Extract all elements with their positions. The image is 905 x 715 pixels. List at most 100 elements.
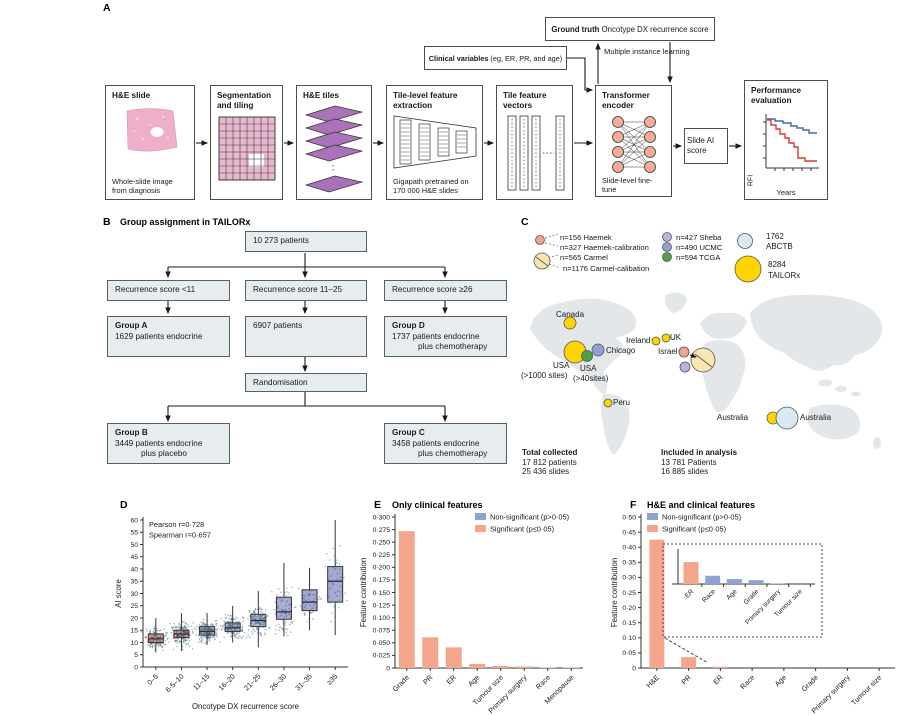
- hne-slide-thumbnail: [126, 108, 178, 152]
- bar-Menopause: [563, 667, 580, 668]
- svg-text:0·100: 0·100: [373, 615, 391, 622]
- site-canada: [563, 316, 577, 330]
- legend-ucmc: n=490 UCMC: [676, 243, 723, 252]
- map-label-chicago: Chicago: [606, 346, 636, 355]
- bar-Primary surgery: [516, 666, 533, 668]
- panel-b-title: Group assignment in TAILORx: [120, 217, 251, 227]
- step-title: Segmentation and tiling: [217, 91, 272, 110]
- boxes: [147, 520, 344, 653]
- site-australia-abctb: [775, 406, 799, 430]
- svg-text:40: 40: [130, 566, 138, 573]
- bar-Race: [539, 667, 556, 668]
- map-label-usa2: USA: [580, 364, 597, 373]
- included-analysis-slides: 16 885 slides: [661, 467, 709, 476]
- svg-text:Age: Age: [466, 673, 481, 688]
- svg-text:Non-significant (p>0·05): Non-significant (p>0·05): [662, 513, 741, 522]
- svg-text:10: 10: [130, 640, 138, 647]
- israel-pointer-arrow: [689, 353, 697, 358]
- svg-text:ER: ER: [684, 588, 696, 600]
- group-line: 3449 patients endocrine: [115, 438, 203, 448]
- svg-text:Spearman r=0·657: Spearman r=0·657: [149, 531, 211, 540]
- tailorx-dot: [734, 255, 762, 283]
- svg-text:0–5: 0–5: [145, 672, 160, 687]
- panel-f-title: H&E and clinical features: [647, 500, 756, 510]
- svg-text:0·20: 0·20: [622, 605, 636, 612]
- flow-rs-low: Recurrence score <11: [107, 280, 230, 301]
- svg-text:Non-significant (p>0·05): Non-significant (p>0·05): [490, 513, 569, 522]
- site-usa-tcga: [581, 350, 593, 362]
- svg-text:0·150: 0·150: [373, 590, 391, 597]
- step-caption: Gigapath pretrained on 170 000 H&E slide…: [393, 176, 469, 195]
- slide-ai-score-box: Slide AI score: [684, 128, 728, 164]
- svg-text:Race: Race: [534, 673, 552, 691]
- y-axis-title: Feature contribution: [359, 558, 368, 627]
- legend-haemek: n=156 Haemek: [560, 233, 612, 242]
- svg-text:0·15: 0·15: [622, 620, 636, 627]
- inset-bar-Race: [705, 575, 721, 584]
- site-chicago: [591, 343, 605, 357]
- svg-text:0·200: 0·200: [373, 565, 391, 572]
- svg-text:0·300: 0·300: [373, 514, 391, 521]
- panel-e-label: E: [374, 499, 382, 511]
- flow-group-a: Group A 1629 patients endocrine: [107, 316, 230, 357]
- svg-text:60: 60: [130, 517, 138, 524]
- svg-text:PR: PR: [679, 673, 692, 686]
- panel-f-label: F: [630, 499, 637, 511]
- legend-haemek-cal: n=327 Haemek-calibration: [560, 243, 649, 252]
- group-line: plus chemotherapy: [418, 449, 488, 459]
- svg-text:0·175: 0·175: [373, 577, 391, 584]
- svg-text:11–15: 11–15: [191, 672, 211, 692]
- step-title: Performance evaluation: [751, 86, 802, 105]
- ucmc-dot: [662, 242, 672, 252]
- inset-bar-ER: [683, 562, 699, 584]
- group-line: plus chemotherapy: [418, 342, 488, 352]
- inset-bar-Primary surgery: [770, 583, 786, 584]
- included-analysis-title: Included in analysis: [661, 448, 738, 457]
- flow-group-c: Group C 3458 patients endocrine plus che…: [384, 423, 507, 464]
- site-peru: [603, 398, 613, 408]
- km-plot: [763, 113, 819, 171]
- svg-text:ER: ER: [445, 673, 458, 686]
- svg-text:15: 15: [130, 628, 138, 635]
- map-label-israel: Israel: [658, 347, 678, 356]
- flow-mid-patients: 6907 patients: [245, 316, 367, 357]
- group-line: 3458 patients endocrine: [392, 438, 480, 448]
- svg-text:Pearson r=0·728: Pearson r=0·728: [149, 520, 204, 529]
- svg-text:Significant (p≤0·05): Significant (p≤0·05): [490, 525, 554, 534]
- bars: [649, 539, 728, 668]
- km-curve-low-risk: [767, 117, 817, 134]
- slide-ai-score-label: Slide AI score: [687, 135, 715, 155]
- step-hne-tiles: H&E tiles: [296, 85, 372, 200]
- site-markers: [563, 316, 799, 430]
- map-label-canada: Canada: [556, 310, 585, 319]
- legend-tailorx-n: 8284: [768, 260, 786, 269]
- svg-text:0·225: 0·225: [373, 552, 391, 559]
- step-title: Transformer encoder: [602, 91, 650, 110]
- sheba-dot: [662, 232, 672, 242]
- bar-Grade: [398, 531, 415, 668]
- ground-truth-text: Oncotype DX recurrence score: [599, 24, 709, 34]
- svg-text:0·050: 0·050: [373, 640, 391, 647]
- svg-text:0·125: 0·125: [373, 602, 391, 609]
- inset-bar-Grade: [748, 580, 764, 584]
- svg-text:20: 20: [130, 615, 138, 622]
- step-caption: Slide-level fine-tune: [602, 175, 653, 194]
- panel-d-label: D: [120, 499, 128, 511]
- jitter-dots: [140, 544, 348, 652]
- group-line: plus placebo: [141, 449, 187, 459]
- bar-Age: [469, 663, 486, 668]
- map-label-usa1: USA: [553, 361, 570, 370]
- step-title: H&E slide: [112, 91, 151, 100]
- svg-text:0·05: 0·05: [622, 650, 636, 657]
- legend: Non-significant (p>0·05)Significant (p≤0…: [647, 513, 741, 534]
- step-transformer-encoder: Transformer encoder Slide-level fine-tun…: [595, 85, 672, 197]
- step-caption: Whole-slide image from diagnosis: [112, 176, 173, 195]
- bar-Tumour size: [492, 665, 509, 668]
- clinical-variables-bold: Clinical variables: [428, 53, 489, 63]
- group-line: 1737 patients endocrine: [392, 331, 480, 341]
- x-axis-title: Oncotype DX recurrence score: [192, 702, 299, 711]
- feature-vector-bars: [507, 115, 564, 191]
